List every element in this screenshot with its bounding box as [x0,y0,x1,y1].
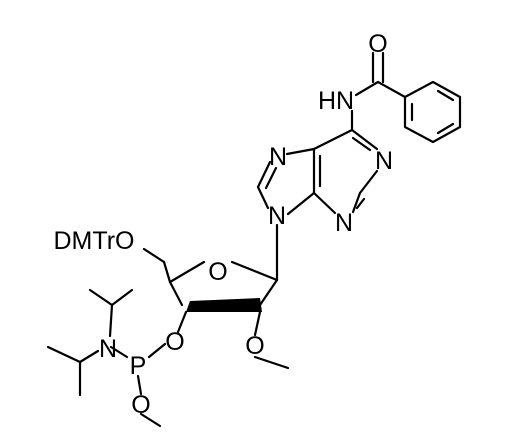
o3-oxygen-label: O [165,328,184,356]
benzoyl-group [354,51,462,144]
ribose-ring [142,247,290,370]
amine-nitrogen-label: N [99,335,117,363]
ring-oxygen-label: O [208,258,227,286]
n9-label: N [268,202,286,230]
purine-ring [256,128,379,216]
n7-label: N [269,143,287,171]
phosphoramidite-group [46,288,167,428]
dmtro-label: DMTrO [54,227,135,255]
amide-nh-label: HN [318,87,354,115]
o2-oxygen-label: O [245,332,264,360]
carbonyl-oxygen-label: O [368,30,387,58]
phosphorus-label: P [130,352,147,380]
phosphite-oxygen-label: O [131,391,150,419]
atom-labels: O HN N N N N DMTrO O O O N P O [54,30,394,419]
n1-label: N [375,147,393,175]
n3-label: N [335,209,353,237]
